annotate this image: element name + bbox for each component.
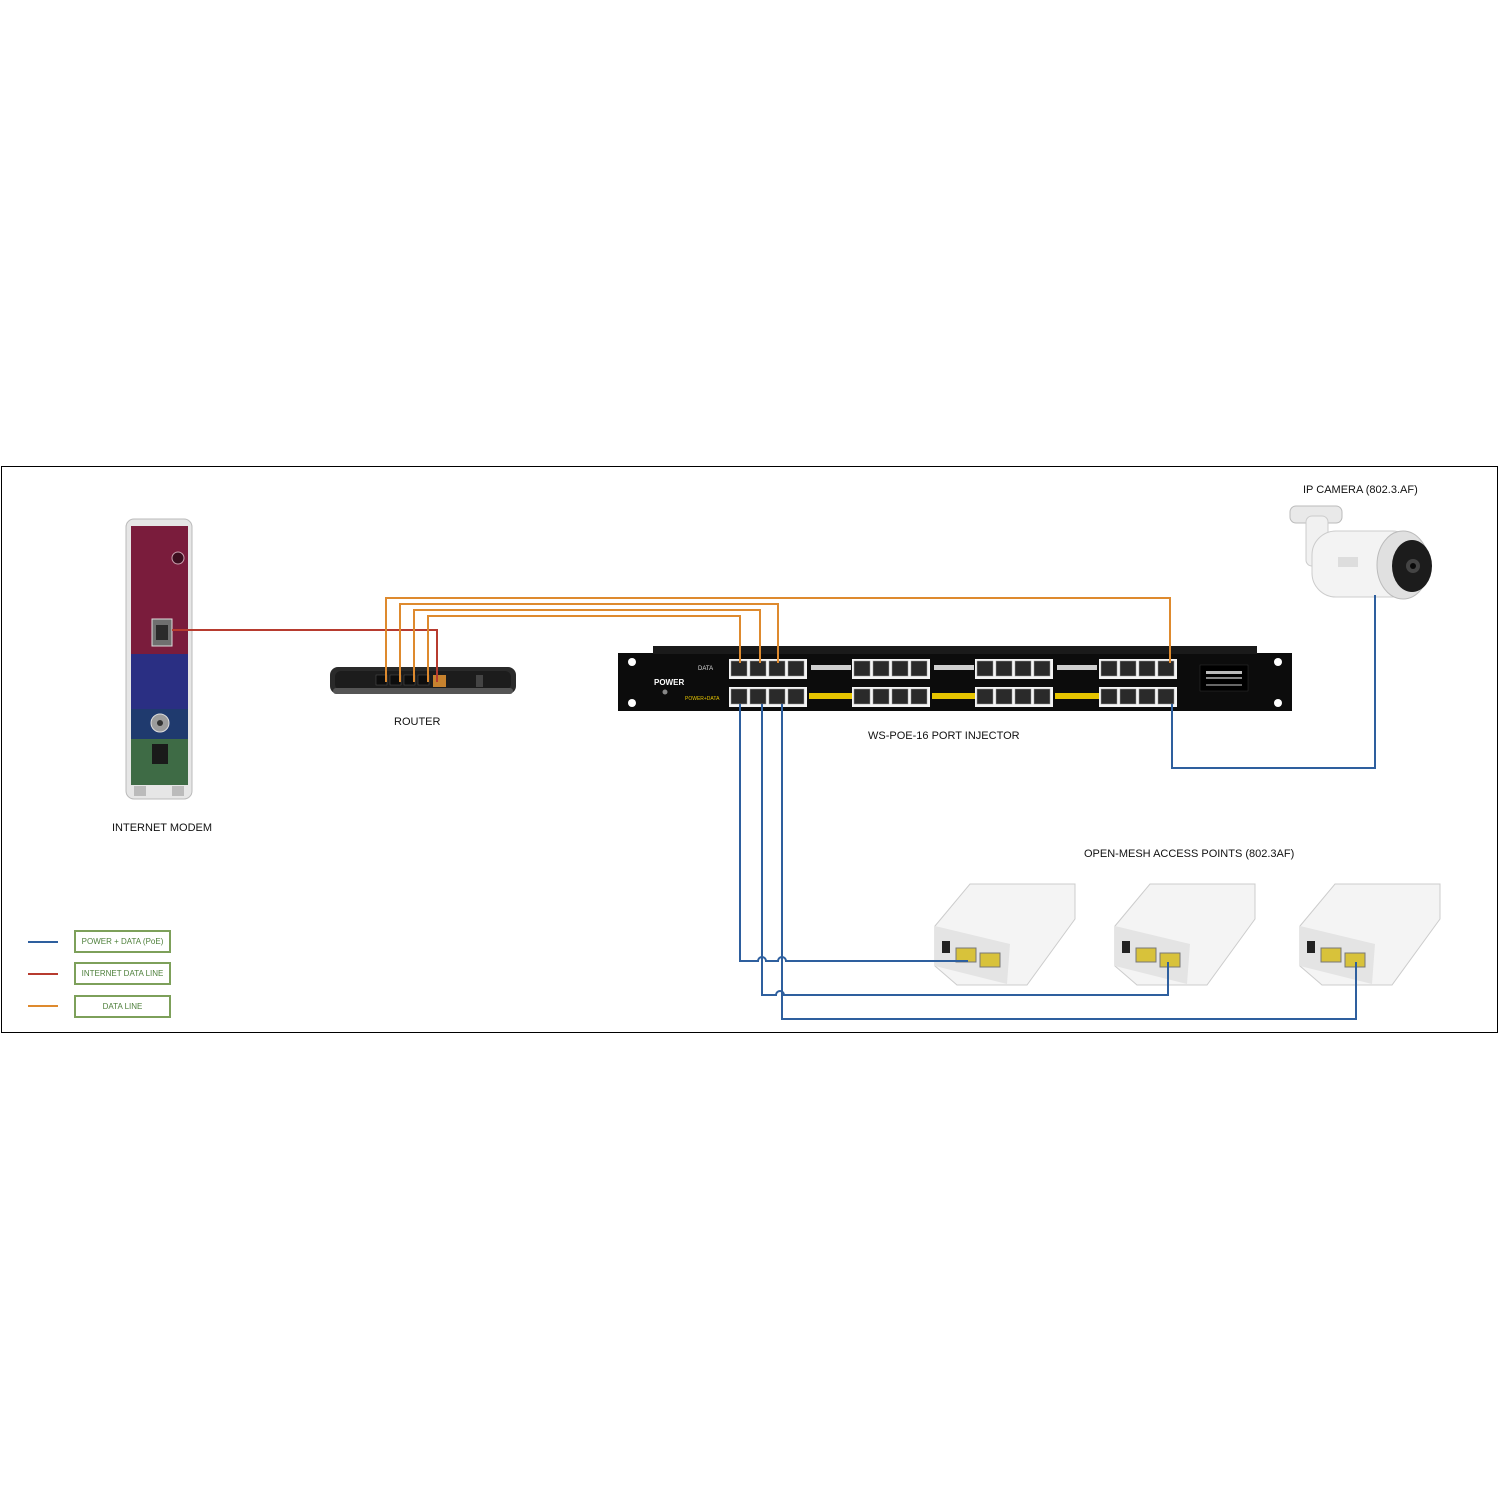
rj45-port — [768, 688, 786, 705]
access-point-power-jack — [1122, 941, 1130, 953]
legend-data: DATA LINE — [74, 995, 171, 1018]
poe-line-ap2 — [761, 704, 1169, 996]
rj45-port — [891, 660, 909, 677]
rj45-port — [787, 688, 805, 705]
poe-line-ap3 — [781, 704, 1357, 1020]
access-point — [934, 883, 1076, 986]
rj45-port — [730, 688, 748, 705]
rj45-port — [1033, 688, 1051, 705]
rj45-port — [768, 660, 786, 677]
access-points-label: OPEN-MESH ACCESS POINTS (802.3AF) — [1084, 848, 1295, 860]
port-group-bg — [1099, 687, 1177, 707]
rj45-port — [1138, 688, 1156, 705]
rj45-port — [976, 688, 994, 705]
data-line-4 — [427, 615, 741, 682]
injector-power-label: POWER — [654, 678, 684, 687]
router-ports — [375, 674, 430, 686]
port-label-strip — [809, 693, 853, 699]
rj45-port — [1100, 660, 1118, 677]
rj45-port — [995, 688, 1013, 705]
access-point — [1114, 883, 1256, 986]
port-label-strip — [1057, 665, 1097, 670]
rj45-port — [853, 688, 871, 705]
legend-internet: INTERNET DATA LINE — [74, 962, 171, 985]
rj45-port — [1100, 688, 1118, 705]
access-point-port — [1159, 952, 1181, 968]
internet-modem — [125, 518, 193, 800]
rj45-port — [910, 660, 928, 677]
access-point-port — [1320, 947, 1342, 963]
router-label: ROUTER — [394, 716, 441, 728]
injector-port-groups — [729, 659, 1177, 707]
access-point — [1299, 883, 1441, 986]
router-device — [330, 667, 516, 694]
poe-line-camera — [1171, 595, 1376, 769]
rj45-port — [1119, 660, 1137, 677]
rj45-port — [1033, 660, 1051, 677]
access-point-port — [979, 952, 1001, 968]
rj45-port — [1119, 688, 1137, 705]
rj45-port — [910, 688, 928, 705]
access-point-port — [955, 947, 977, 963]
legend-poe: POWER + DATA (PoE) — [74, 930, 171, 953]
access-points — [934, 883, 1441, 986]
rj45-port — [1014, 688, 1032, 705]
legend-swatches — [28, 941, 58, 1007]
poe-injector: DATA POWER+DATA POWER — [618, 646, 1292, 711]
poe-line-ap1 — [739, 704, 968, 962]
rj45-port — [853, 660, 871, 677]
rj45-port — [872, 688, 890, 705]
rj45-port — [1157, 688, 1175, 705]
port-group-bg — [1099, 659, 1177, 679]
port-group-bg — [975, 659, 1053, 679]
port-group-bg — [729, 687, 807, 707]
rj45-port — [1157, 660, 1175, 677]
access-point-port — [1135, 947, 1157, 963]
port-label-strip — [932, 693, 976, 699]
rj45-port — [749, 688, 767, 705]
diagram-frame — [1, 466, 1498, 1033]
rj45-port — [891, 688, 909, 705]
port-group-bg — [729, 659, 807, 679]
cables — [172, 595, 1376, 1020]
access-point-power-jack — [1307, 941, 1315, 953]
rj45-port — [1138, 660, 1156, 677]
camera-label: IP CAMERA (802.3.AF) — [1303, 484, 1418, 496]
ip-camera — [1289, 505, 1432, 600]
injector-label: WS-POE-16 PORT INJECTOR — [868, 730, 1020, 742]
port-group-bg — [852, 659, 930, 679]
rj45-port — [730, 660, 748, 677]
rj45-port — [872, 660, 890, 677]
port-label-strip — [811, 665, 851, 670]
injector-data-label: DATA — [698, 666, 713, 672]
data-line-1 — [385, 597, 1171, 682]
port-label-strip — [1055, 693, 1099, 699]
port-group-bg — [975, 687, 1053, 707]
data-line-2 — [399, 603, 779, 682]
rj45-port — [787, 660, 805, 677]
modem-label: INTERNET MODEM — [112, 822, 213, 834]
port-label-strip — [934, 665, 974, 670]
rj45-port — [995, 660, 1013, 677]
internet-data-line — [172, 629, 438, 682]
data-line-3 — [413, 609, 761, 682]
injector-poe-label: POWER+DATA — [685, 696, 720, 702]
port-group-bg — [852, 687, 930, 707]
rj45-port — [1014, 660, 1032, 677]
rj45-port — [976, 660, 994, 677]
access-point-power-jack — [942, 941, 950, 953]
rj45-port — [749, 660, 767, 677]
